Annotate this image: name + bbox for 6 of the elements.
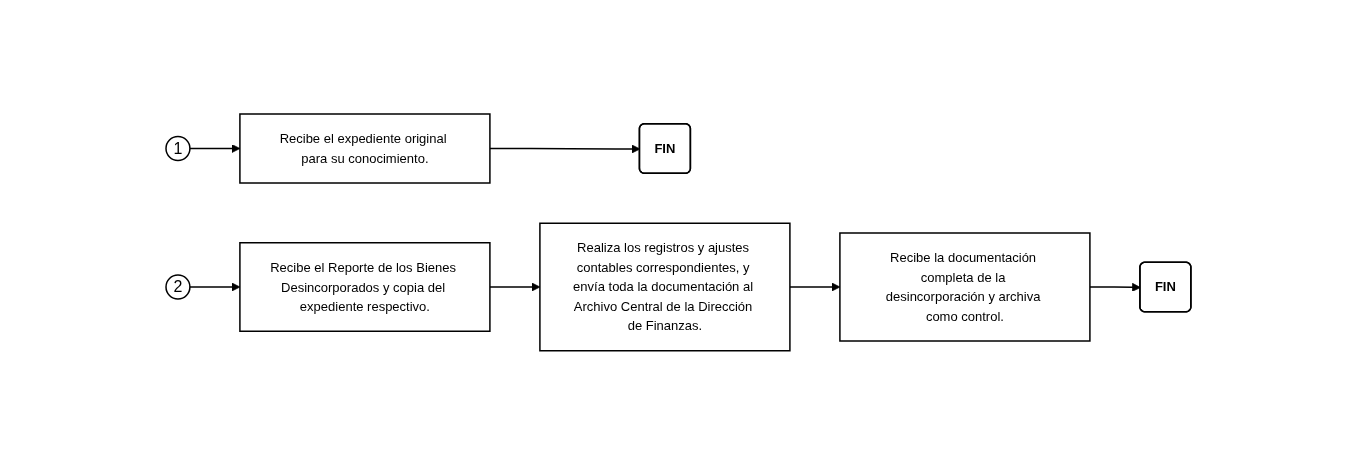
- node-box: Recibe el Reporte de los Bienes Desincorporados y copia del expediente respectivo.: [238, 241, 491, 332]
- node-box: Recibe el expediente original para su conocimiento.: [238, 112, 491, 184]
- node-circle: 2: [164, 273, 191, 300]
- node-circle: 1: [164, 135, 191, 161]
- node-box: Recibe la documentación completa de la desincorporación y archiva como control.: [838, 231, 1091, 342]
- node-box: Realiza los registros y ajustes contables correspondientes, y envía toda la documentación al Archivo Central de la Dirección de Finanzas.: [538, 222, 791, 352]
